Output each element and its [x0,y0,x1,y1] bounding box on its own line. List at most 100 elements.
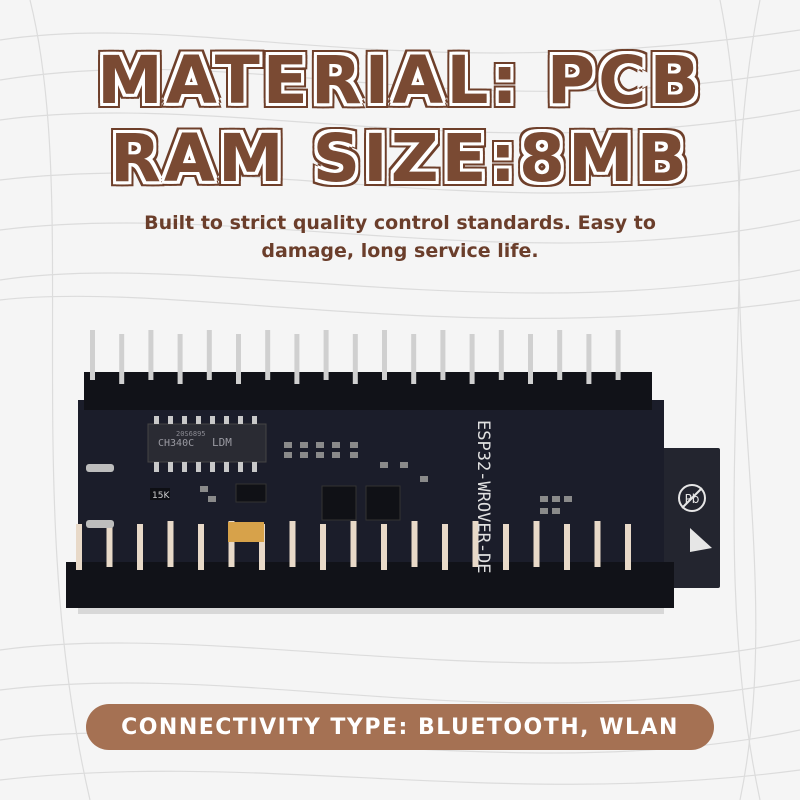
top-pin [294,334,300,384]
top-pin-header [84,372,652,410]
regulator-right [365,485,401,521]
bottom-pin-header [66,562,674,608]
tantalum-capacitor [228,522,264,542]
chip-leg [182,462,187,472]
top-header-pins [90,330,621,384]
smd-component [540,508,548,514]
bottom-pin [350,521,357,567]
chip-leg [252,416,257,424]
chip-leg [154,462,159,472]
bottom-pin [106,521,113,567]
connectivity-banner-text: CONNECTIVITY TYPE: BLUETOOTH, WLAN [121,714,679,740]
smd-component [350,442,358,448]
chip-leg [154,416,159,424]
chip-leg [224,462,229,472]
smd-component [300,442,308,448]
top-pin [498,330,504,380]
bottom-pin [564,524,570,570]
regulator-left [321,485,357,521]
resistor-label: 15K [152,491,170,501]
chip-leg [210,416,215,424]
smd-component [200,486,208,492]
bottom-pin [533,521,540,567]
chip-label: CH340C [158,438,194,449]
esd-warning-icon [690,528,712,552]
pb-free-label: Pb [685,492,700,506]
pb-free-icon [678,484,706,512]
chip-code: 20S6895 [176,430,206,438]
smd-component [284,442,292,448]
top-pin [411,334,417,384]
smd-component [420,476,428,482]
smd-component [540,496,548,502]
top-pin [382,330,387,380]
bottom-pin [442,524,448,570]
bottom-pin [625,524,631,570]
smd-component [552,508,560,514]
bottom-pin [503,524,509,570]
top-pin [236,334,241,384]
smd-component [350,452,358,458]
chip-leg [238,416,243,424]
bottom-pin [289,521,296,567]
smd-component [400,462,408,468]
smd-component [332,442,340,448]
top-pin [440,330,446,380]
bottom-header-pins [76,521,631,570]
chip-leg [238,462,243,472]
led-pad [86,464,114,472]
chip-leg [252,462,257,472]
module-label: ESP32-WROVER-DE [473,420,493,574]
top-pin [557,330,563,380]
top-pin [265,330,271,380]
smd-component [300,452,308,458]
smd-component [552,496,560,502]
connectivity-banner: CONNECTIVITY TYPE: BLUETOOTH, WLAN [86,704,714,750]
bottom-pin [198,524,204,570]
top-pin [177,334,183,384]
chip-leg [196,462,201,472]
antenna-tab [652,448,720,588]
chip-leg [224,416,229,424]
bottom-pin [137,524,143,570]
bottom-pin [320,524,326,570]
chip-leg [196,416,201,424]
bottom-pin [167,521,174,567]
led-pad-2 [86,520,114,528]
smd-component [564,496,572,502]
transistor [235,483,267,503]
smd-component [380,462,388,468]
chip-leg [168,416,173,424]
headline-ram-size: RAM SIZE:8MB [110,120,690,197]
chip-leg [210,462,215,472]
bottom-pin [76,524,82,570]
bottom-pin [259,524,265,570]
smd-component [316,442,324,448]
smd-component [208,496,216,502]
top-pin [323,330,329,380]
top-pin [528,334,533,384]
smd-component [332,452,340,458]
smd-component [316,452,324,458]
subtitle-line-1: Built to strict quality control standard… [144,212,656,234]
bottom-pin [472,521,479,567]
top-pin [90,330,95,380]
top-pin [352,334,358,384]
bottom-pin [594,521,601,567]
chip-leg [182,416,187,424]
subtitle-line-2: damage, long service life. [261,240,539,262]
chip-leg [168,462,173,472]
top-pin [469,334,475,384]
top-pin [586,334,592,384]
resistor [150,488,170,500]
chip-brand: LDM [212,436,232,449]
top-pin [148,330,154,380]
top-pin [615,330,621,380]
headline-material: MATERIAL: PCB [97,42,703,119]
top-pin [119,334,125,384]
bottom-pin [411,521,418,567]
usb-serial-chip [147,423,267,463]
